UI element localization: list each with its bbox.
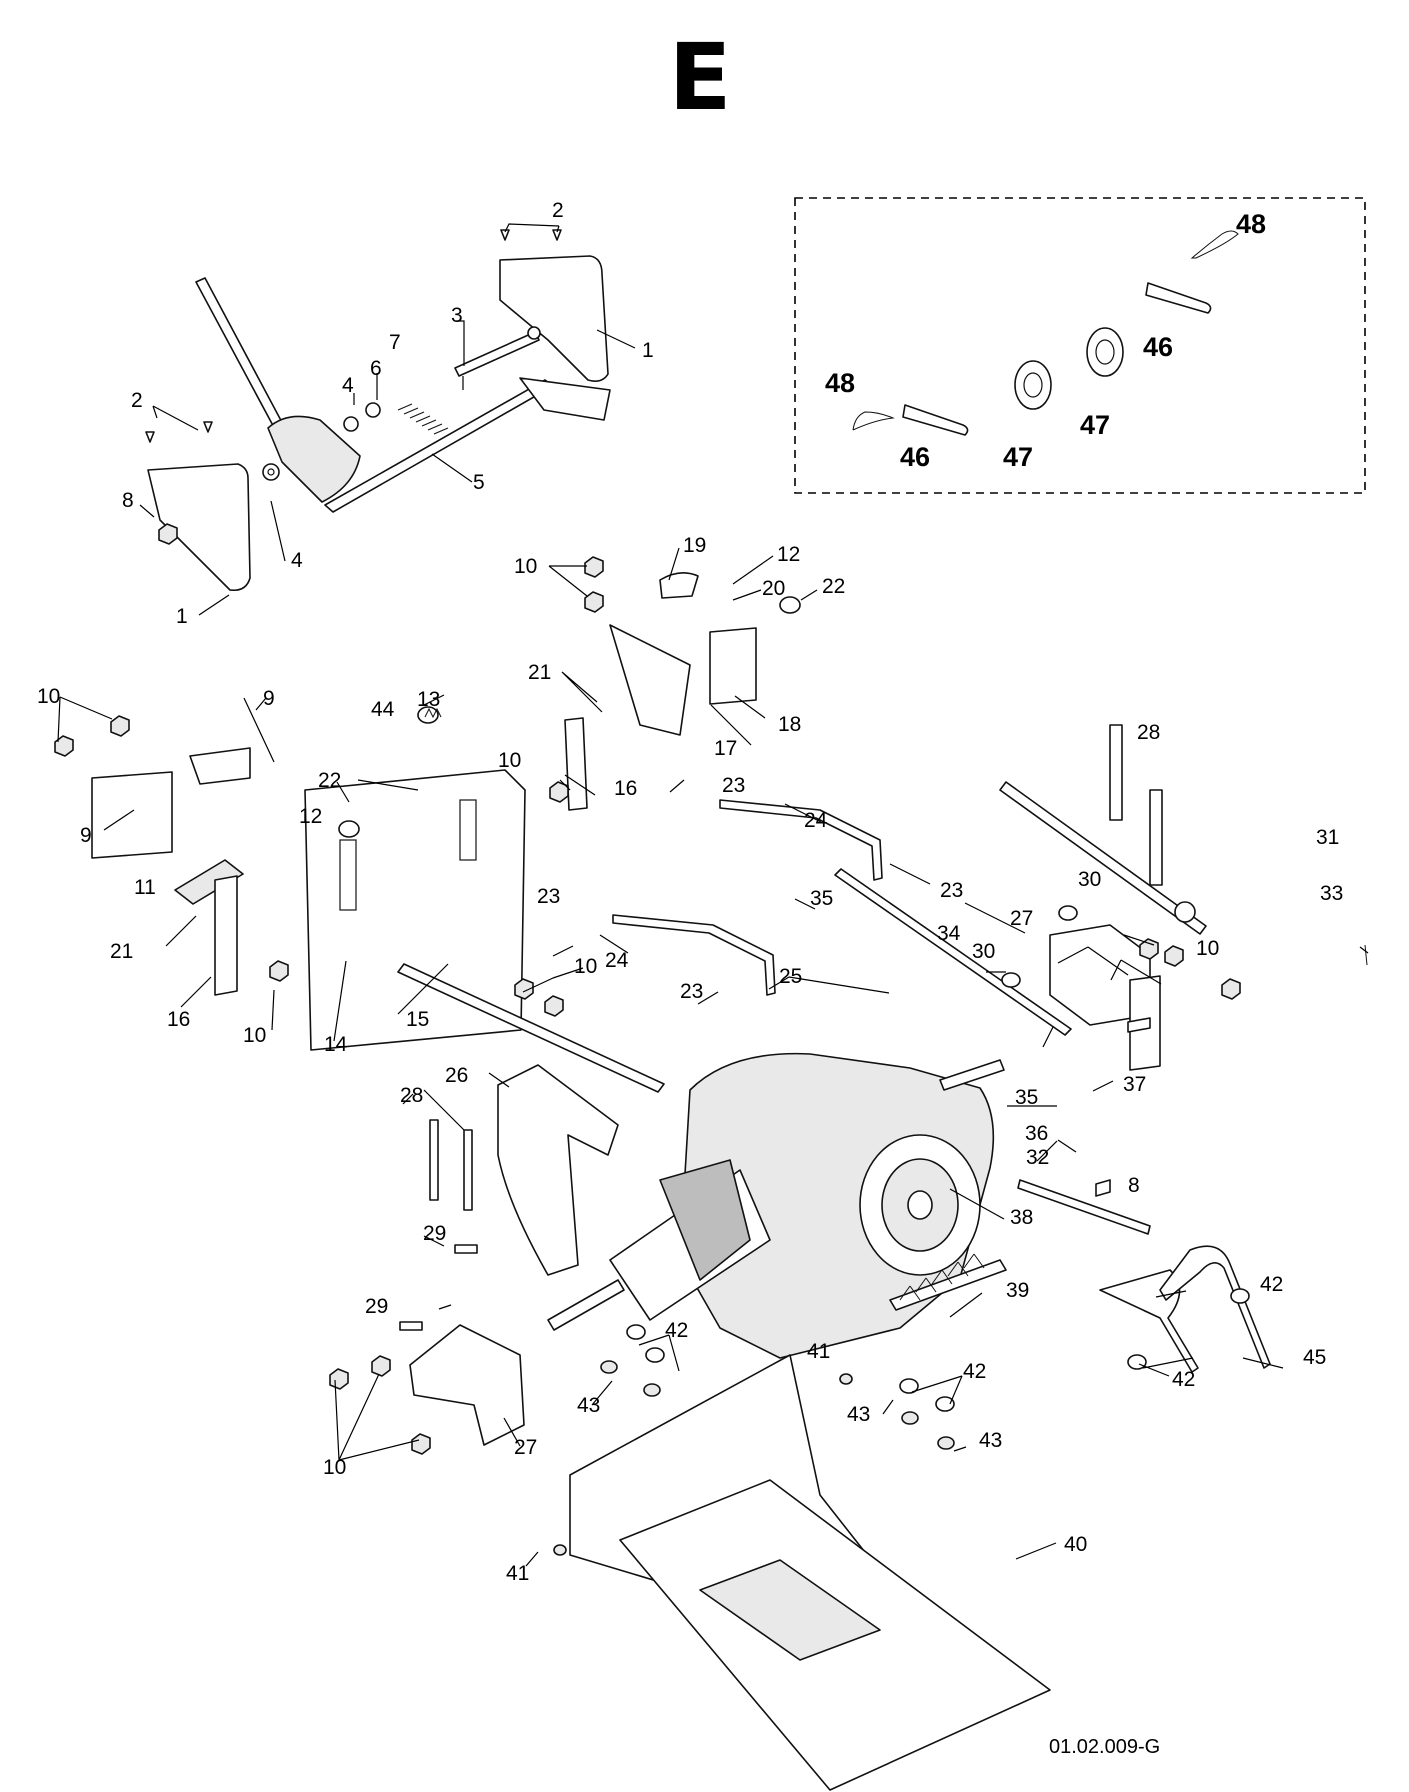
callout-18: 18 bbox=[778, 713, 801, 736]
callout-19: 19 bbox=[683, 534, 706, 557]
callout-47: 47 bbox=[1003, 442, 1033, 472]
callout-1: 1 bbox=[642, 339, 654, 362]
callout-5: 5 bbox=[473, 471, 485, 494]
callout-11: 11 bbox=[134, 876, 156, 899]
callout-44: 44 bbox=[371, 698, 395, 721]
inset-detail-box bbox=[794, 197, 1366, 494]
callout-8: 8 bbox=[122, 489, 134, 512]
callout-36: 36 bbox=[1025, 1122, 1048, 1145]
callout-2: 2 bbox=[552, 199, 564, 222]
callout-14: 14 bbox=[324, 1033, 348, 1056]
callout-38: 38 bbox=[1010, 1206, 1033, 1229]
callout-41: 41 bbox=[506, 1562, 529, 1585]
callout-34: 34 bbox=[937, 922, 961, 945]
callout-42: 42 bbox=[665, 1319, 688, 1342]
control-brackets bbox=[91, 572, 1207, 1071]
callout-29: 29 bbox=[423, 1222, 446, 1245]
callout-4: 4 bbox=[291, 549, 303, 572]
callout-27: 27 bbox=[514, 1436, 537, 1459]
callout-33: 33 bbox=[1320, 882, 1343, 905]
clevis-pin bbox=[902, 282, 1212, 436]
callout-35: 35 bbox=[1015, 1086, 1038, 1109]
callout-28: 28 bbox=[1137, 721, 1160, 744]
callout-3: 3 bbox=[451, 304, 463, 327]
callout-35: 35 bbox=[810, 887, 833, 910]
transaxle-shroud bbox=[569, 1354, 1051, 1791]
callout-16: 16 bbox=[167, 1008, 190, 1031]
callout-17: 17 bbox=[714, 737, 737, 760]
callout-43: 43 bbox=[979, 1429, 1002, 1452]
callout-12: 12 bbox=[299, 805, 322, 828]
callout-23: 23 bbox=[680, 980, 703, 1003]
callout-10: 10 bbox=[323, 1456, 346, 1479]
callout-16: 16 bbox=[614, 777, 637, 800]
callout-28: 28 bbox=[400, 1084, 423, 1107]
callout-39: 39 bbox=[1006, 1279, 1029, 1302]
callout-31: 31 bbox=[1316, 826, 1339, 849]
callout-29: 29 bbox=[365, 1295, 388, 1318]
callout-26: 26 bbox=[445, 1064, 468, 1087]
callout-43: 43 bbox=[847, 1403, 870, 1426]
callout-27: 27 bbox=[1010, 907, 1033, 930]
drawing-number: 01.02.009-G bbox=[1049, 1736, 1161, 1758]
callout-42: 42 bbox=[1172, 1368, 1195, 1391]
callout-40: 40 bbox=[1064, 1533, 1087, 1556]
callout-43: 43 bbox=[577, 1394, 600, 1417]
callout-6: 6 bbox=[370, 357, 382, 380]
linkage-rods bbox=[397, 799, 1271, 1373]
callout-21: 21 bbox=[110, 940, 133, 963]
callout-9: 9 bbox=[80, 824, 92, 847]
callout-7: 7 bbox=[389, 331, 401, 354]
callout-25: 25 bbox=[779, 965, 802, 988]
lift-assembly bbox=[145, 229, 611, 592]
hairpin-clip bbox=[852, 230, 1239, 431]
callout-23: 23 bbox=[940, 879, 963, 902]
leader-lines bbox=[57, 223, 1369, 1567]
callout-23: 23 bbox=[722, 774, 745, 797]
callout-24: 24 bbox=[605, 949, 629, 972]
callout-41: 41 bbox=[807, 1340, 830, 1363]
transaxle-unit bbox=[547, 1052, 1007, 1359]
callout-10: 10 bbox=[514, 555, 537, 578]
callout-10: 10 bbox=[574, 955, 597, 978]
callout-10: 10 bbox=[243, 1024, 266, 1047]
callout-30: 30 bbox=[1078, 868, 1101, 891]
flat-washer bbox=[1014, 327, 1124, 410]
callout-10: 10 bbox=[1196, 937, 1219, 960]
callout-12: 12 bbox=[777, 543, 800, 566]
callout-1: 1 bbox=[176, 605, 188, 628]
callout-46: 46 bbox=[1143, 332, 1173, 362]
callout-48: 48 bbox=[1236, 209, 1266, 239]
callout-21: 21 bbox=[528, 661, 551, 684]
hardware-fasteners bbox=[54, 556, 1368, 1556]
callout-45: 45 bbox=[1303, 1346, 1326, 1369]
callout-2: 2 bbox=[131, 389, 143, 412]
callout-42: 42 bbox=[1260, 1273, 1283, 1296]
callout-24: 24 bbox=[804, 809, 828, 832]
callout-15: 15 bbox=[406, 1008, 429, 1031]
callout-9: 9 bbox=[263, 687, 275, 710]
callout-20: 20 bbox=[762, 577, 785, 600]
callout-10: 10 bbox=[498, 749, 521, 772]
callout-47: 47 bbox=[1080, 410, 1110, 440]
callout-10: 10 bbox=[37, 685, 60, 708]
callout-37: 37 bbox=[1123, 1073, 1146, 1096]
callout-30: 30 bbox=[972, 940, 995, 963]
callout-42: 42 bbox=[963, 1360, 986, 1383]
callout-labels: 2 1 3 7 4 6 5 2 8 4 1 10 19 12 20 22 21 … bbox=[37, 199, 1343, 1585]
lower-brackets bbox=[399, 1064, 619, 1446]
callout-32: 32 bbox=[1026, 1146, 1049, 1169]
callout-22: 22 bbox=[822, 575, 845, 598]
callout-13: 13 bbox=[417, 688, 440, 711]
callout-8: 8 bbox=[1128, 1174, 1140, 1197]
section-letter: E bbox=[668, 24, 732, 131]
callout-4: 4 bbox=[342, 374, 354, 397]
callout-46: 46 bbox=[900, 442, 930, 472]
callout-23: 23 bbox=[537, 885, 560, 908]
callout-48: 48 bbox=[825, 368, 855, 398]
callout-22: 22 bbox=[318, 769, 341, 792]
